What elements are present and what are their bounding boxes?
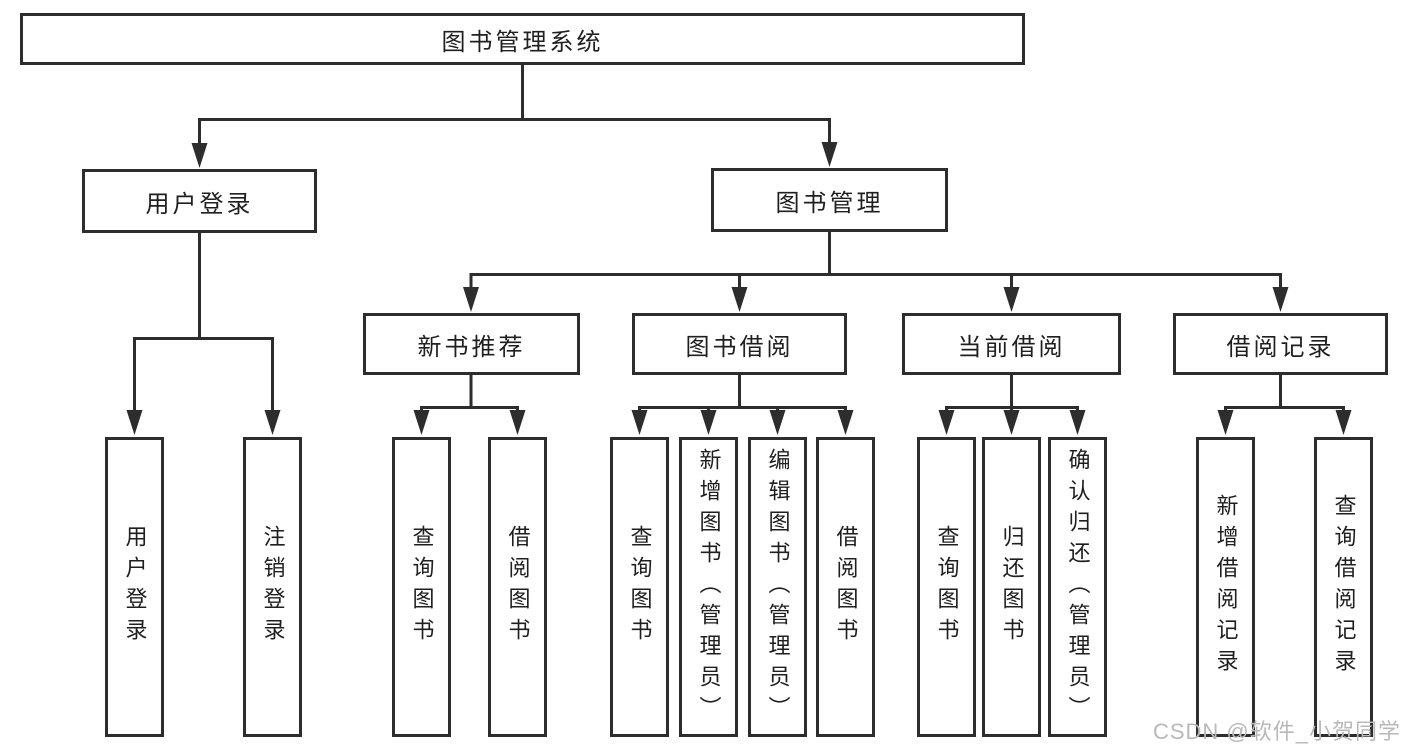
leaf-add-borrow-record-label: 新增借阅记录: [1213, 494, 1239, 680]
node-new-book-recommend-label: 新书推荐: [417, 333, 526, 361]
leaf-borrow-book-label: 借阅图书: [833, 525, 859, 649]
connector-current-borrow-to-leaves: [938, 374, 1086, 435]
arrow-down-icon: [731, 287, 748, 312]
node-library-system-label: 图书管理系统: [441, 28, 604, 56]
connector-user-login-to-leaves: [126, 232, 281, 435]
arrow-down-icon: [126, 410, 143, 435]
leaf-query-borrow-record: 查询借阅记录: [1314, 437, 1373, 737]
leaf-logout: 注销登录: [243, 437, 302, 737]
arrow-down-icon: [821, 142, 838, 167]
node-borrow-records-label: 借阅记录: [1226, 333, 1335, 361]
leaf-confirm-return-admin: 确认归还（管理员）: [1048, 437, 1107, 737]
leaf-logout-label: 注销登录: [260, 525, 286, 649]
leaf-query-book-recommend-label: 查询图书: [409, 525, 435, 649]
node-borrow-records: 借阅记录: [1173, 313, 1388, 375]
connector-root-to-level1: [191, 64, 838, 168]
arrow-down-icon: [769, 410, 786, 435]
leaf-return-book: 归还图书: [982, 437, 1041, 737]
leaf-add-book-admin: 新增图书（管理员）: [679, 437, 738, 737]
leaf-query-book-recommend: 查询图书: [392, 437, 451, 737]
node-book-borrow-label: 图书借阅: [685, 333, 794, 361]
leaf-borrow-book: 借阅图书: [816, 437, 875, 737]
node-book-borrow: 图书借阅: [632, 313, 847, 375]
leaf-query-book-current-label: 查询图书: [934, 525, 960, 649]
connector-borrow-records-to-leaves: [1217, 374, 1352, 435]
leaf-add-borrow-record: 新增借阅记录: [1196, 437, 1255, 737]
arrow-down-icon: [700, 410, 717, 435]
leaf-query-borrow-record-label: 查询借阅记录: [1331, 494, 1357, 680]
arrow-down-icon: [509, 410, 526, 435]
arrow-down-icon: [1335, 410, 1352, 435]
leaf-edit-book-admin-label: 编辑图书（管理员）: [765, 447, 791, 727]
leaf-query-book-borrow: 查询图书: [610, 437, 669, 737]
node-current-borrow-label: 当前借阅: [957, 333, 1066, 361]
leaf-query-book-borrow-label: 查询图书: [627, 525, 653, 649]
arrow-down-icon: [1217, 410, 1234, 435]
arrow-down-icon: [191, 143, 208, 168]
leaf-confirm-return-admin-label: 确认归还（管理员）: [1065, 447, 1091, 727]
arrow-down-icon: [1003, 287, 1020, 312]
arrow-down-icon: [264, 410, 281, 435]
arrow-down-icon: [1069, 410, 1086, 435]
leaf-borrow-book-recommend-label: 借阅图书: [505, 525, 531, 649]
node-library-system: 图书管理系统: [20, 13, 1025, 65]
connector-book-mgmt-to-level2: [463, 231, 1289, 312]
leaf-add-book-admin-label: 新增图书（管理员）: [696, 447, 722, 727]
node-user-login-branch-label: 用户登录: [145, 190, 254, 218]
node-new-book-recommend: 新书推荐: [363, 313, 580, 375]
leaf-user-login: 用户登录: [105, 437, 164, 737]
node-book-management: 图书管理: [711, 168, 948, 232]
arrow-down-icon: [463, 287, 479, 312]
leaf-query-book-current: 查询图书: [917, 437, 976, 737]
leaf-return-book-label: 归还图书: [999, 525, 1025, 649]
connector-book-borrow-to-leaves: [631, 374, 854, 435]
node-book-management-label: 图书管理: [775, 189, 884, 217]
arrow-down-icon: [1272, 287, 1289, 312]
node-current-borrow: 当前借阅: [902, 313, 1121, 375]
node-user-login-branch: 用户登录: [82, 169, 317, 233]
leaf-borrow-book-recommend: 借阅图书: [488, 437, 547, 737]
arrow-down-icon: [1003, 410, 1020, 435]
arrow-down-icon: [413, 410, 430, 435]
arrow-down-icon: [837, 410, 854, 435]
leaf-user-login-label: 用户登录: [122, 525, 148, 649]
leaf-edit-book-admin: 编辑图书（管理员）: [748, 437, 807, 737]
arrow-down-icon: [631, 410, 648, 435]
connector-new-book-to-leaves: [413, 374, 526, 435]
csdn-watermark: CSDN @软件_小贺同学: [1152, 719, 1401, 744]
arrow-down-icon: [938, 410, 955, 435]
